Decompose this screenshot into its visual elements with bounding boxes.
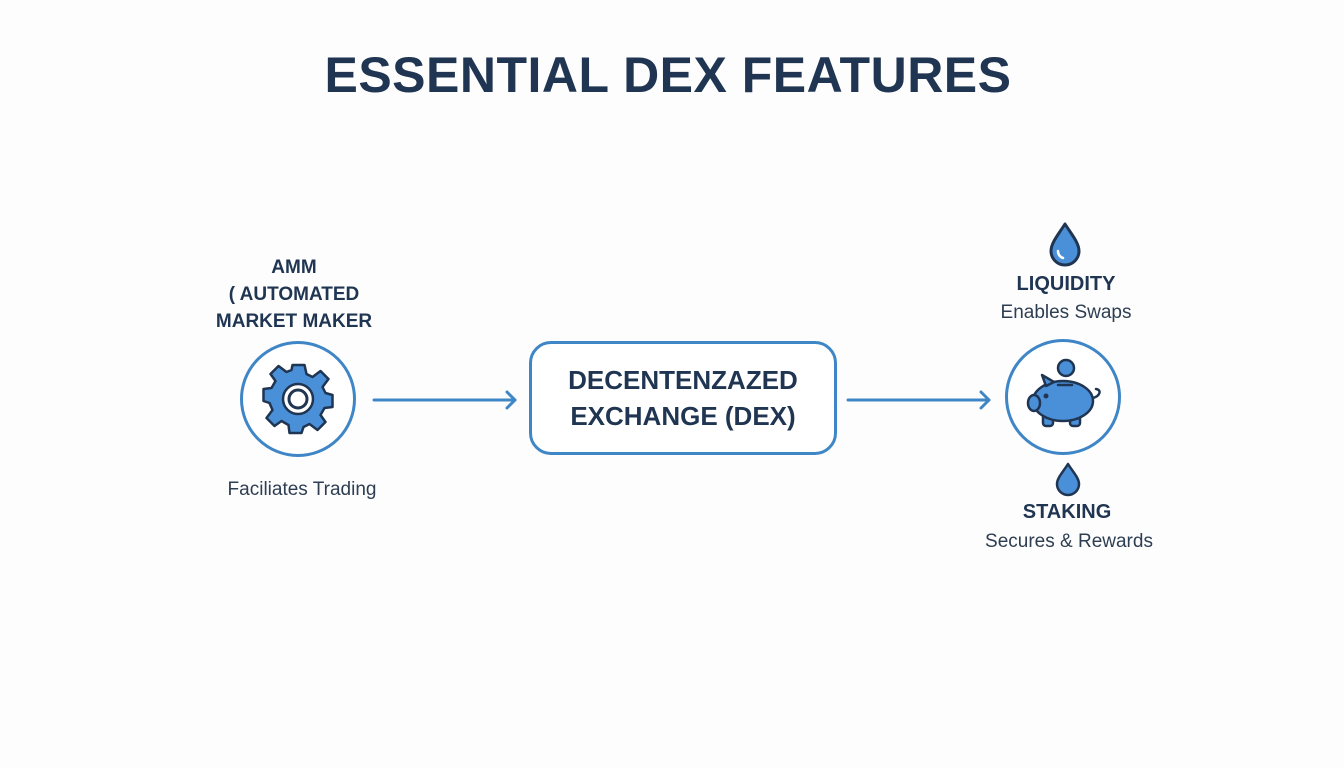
amm-label-line: MARKET MAKER	[215, 311, 373, 332]
page-title: ESSENTIAL DEX FEATURES	[324, 47, 1012, 103]
gear-icon	[262, 363, 334, 435]
arrow-right-icon	[372, 390, 517, 410]
staking-circle	[1005, 339, 1121, 455]
amm-label-line: ( AUTOMATED	[228, 284, 360, 305]
dex-label-line: EXCHANGE (DEX)	[570, 401, 796, 431]
amm-circle	[240, 341, 356, 457]
staking-title: STAKING	[1022, 501, 1112, 523]
dex-label-line: DECENTENZAZED	[568, 365, 798, 395]
water-drop-icon	[1049, 222, 1081, 267]
piggy-bank-icon	[1026, 358, 1101, 428]
liquidity-description: Enables Swaps	[1000, 302, 1132, 323]
amm-label-line: AMM	[271, 257, 317, 278]
water-drop-icon	[1055, 462, 1081, 497]
dex-box: DECENTENZAZED EXCHANGE (DEX)	[529, 341, 837, 455]
arrow-right-icon	[846, 390, 991, 410]
liquidity-title: LIQUIDITY	[1016, 273, 1116, 295]
amm-label: AMM ( AUTOMATED MARKET MAKER	[170, 254, 418, 335]
amm-description: Faciliates Trading	[227, 479, 377, 500]
staking-description: Secures & Rewards	[985, 531, 1153, 552]
